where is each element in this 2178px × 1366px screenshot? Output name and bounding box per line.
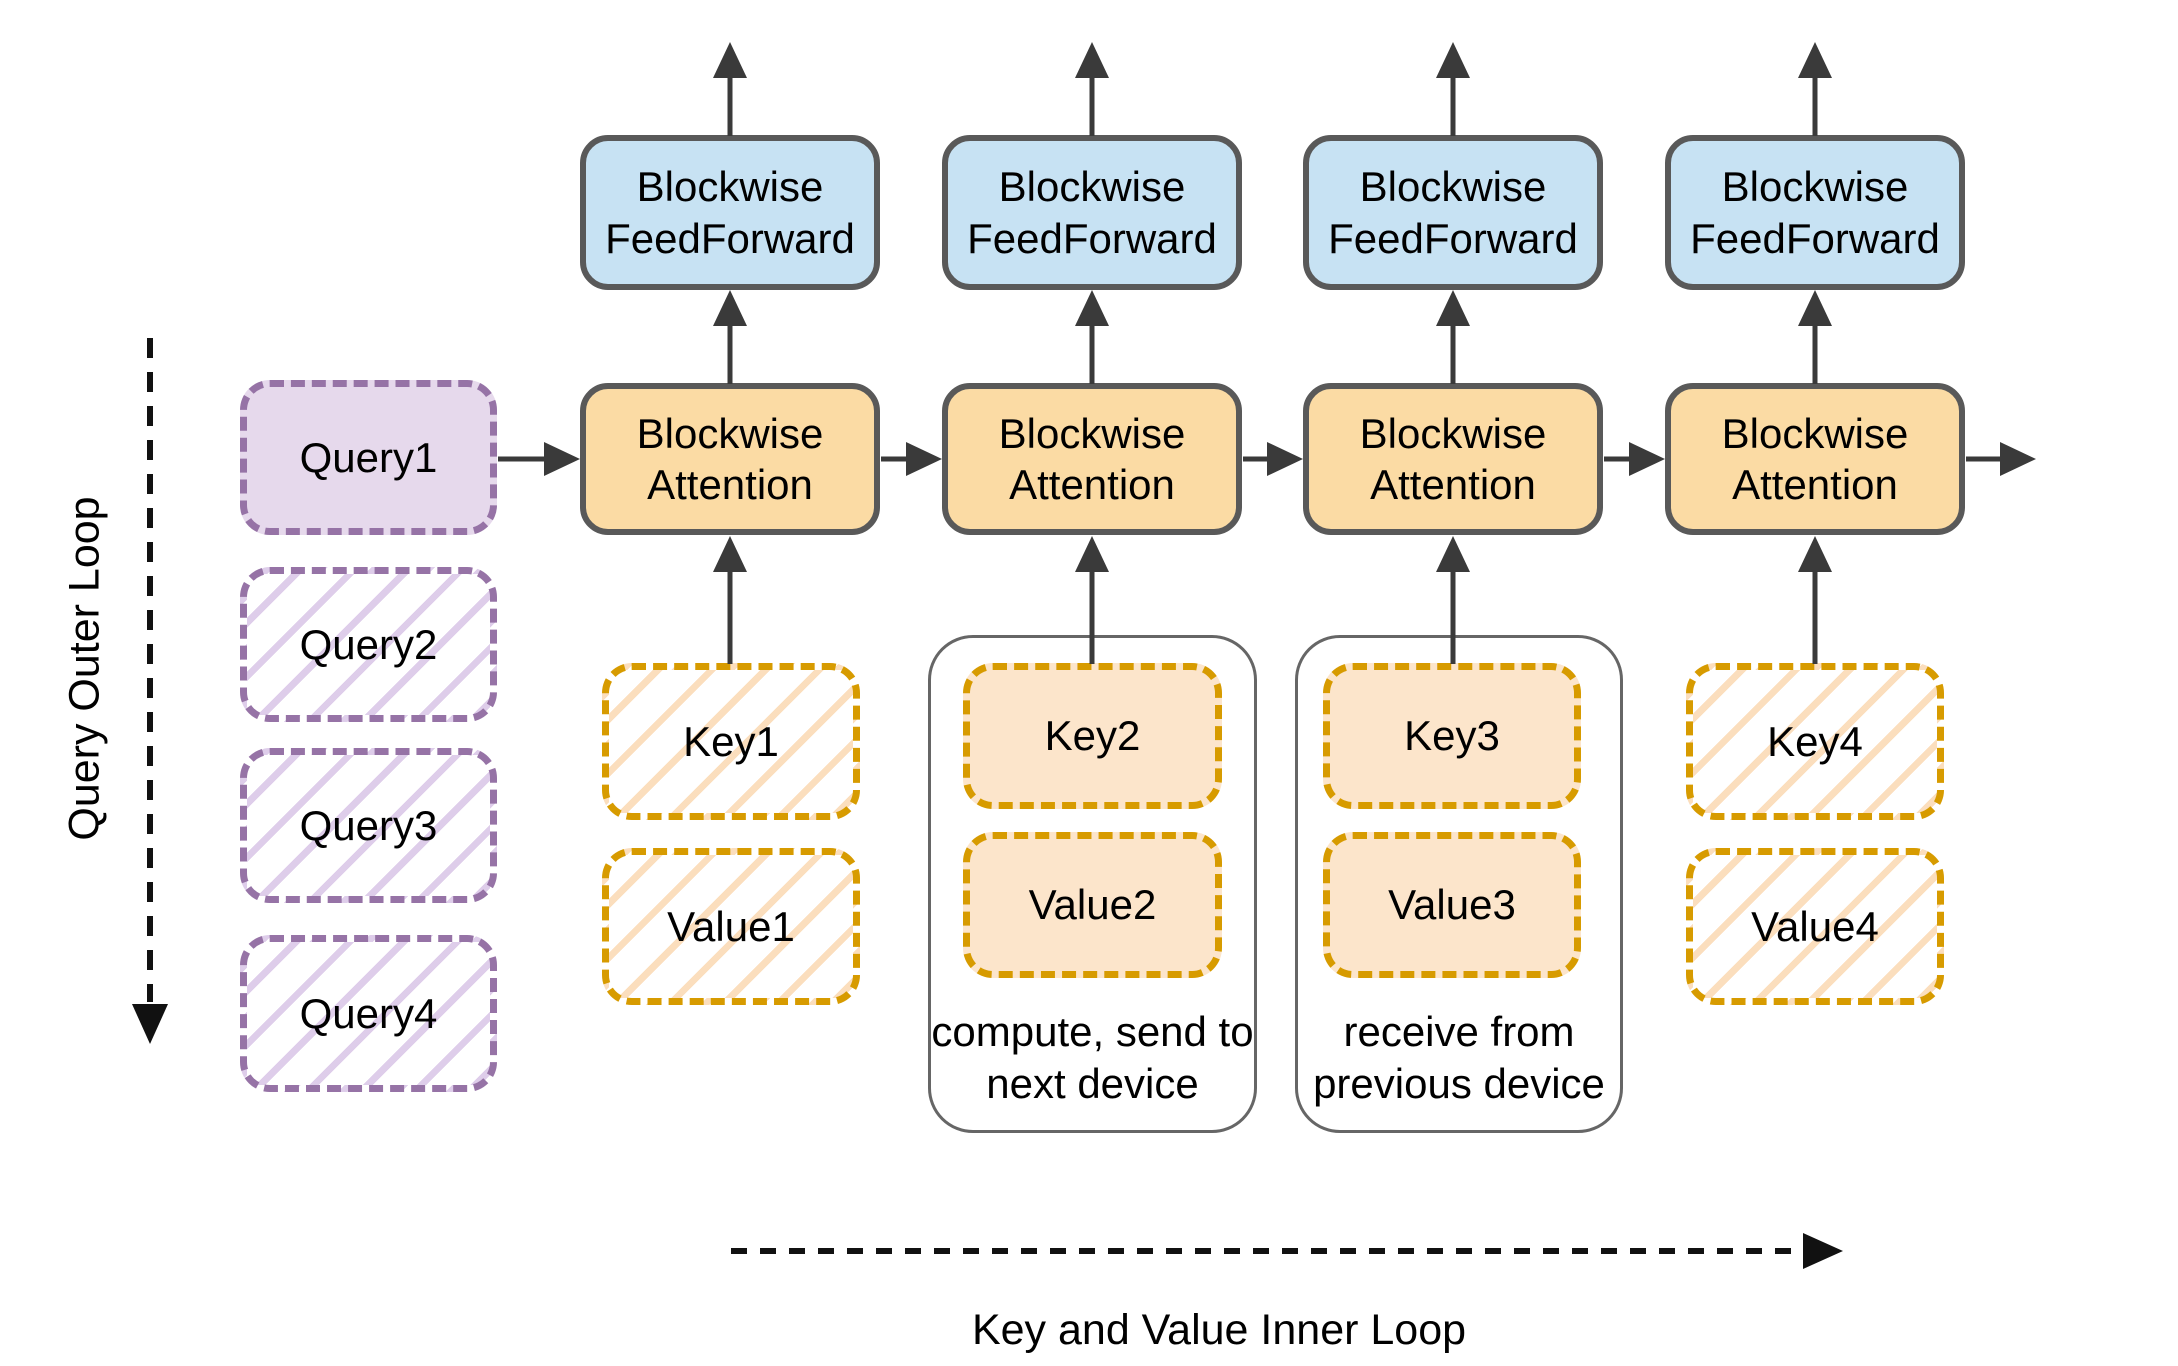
feedforward-box-3: Blockwise FeedForward (1303, 135, 1603, 290)
query3-box: Query3 (240, 748, 497, 903)
attn3-to-attn4-arrow (1604, 442, 1665, 476)
key1-box: Key1 (602, 663, 860, 820)
attention-box-1: Blockwise Attention (580, 383, 880, 535)
key4-box: Key4 (1686, 663, 1944, 820)
value1-box: Value1 (602, 848, 860, 1005)
query-outer-loop-arrow (132, 338, 168, 1044)
attn-to-ff-arrow-4 (1798, 290, 1832, 384)
query4-box: Query4 (240, 935, 497, 1092)
query1-box: Query1 (240, 380, 497, 535)
attention-box-2: Blockwise Attention (942, 383, 1242, 535)
feedforward-box-2: Blockwise FeedForward (942, 135, 1242, 290)
value3-box: Value3 (1323, 832, 1581, 978)
compute-send-note: compute, send to next device (931, 1007, 1254, 1107)
attn-to-ff-arrow-3 (1436, 290, 1470, 384)
attn1-to-attn2-arrow (881, 442, 942, 476)
output-arrow-3 (1436, 42, 1470, 136)
key2-box: Key2 (963, 663, 1222, 809)
attention-box-4: Blockwise Attention (1665, 383, 1965, 535)
feedforward-box-1: Blockwise FeedForward (580, 135, 880, 290)
query-outer-loop-label: Query Outer Loop (60, 496, 109, 841)
key3-box: Key3 (1323, 663, 1581, 809)
query2-box: Query2 (240, 567, 497, 722)
attn-to-ff-arrow-1 (713, 290, 747, 384)
query1-to-attn1-arrow (498, 442, 580, 476)
output-arrow-4 (1798, 42, 1832, 136)
kv-inner-loop-arrow (731, 1233, 1843, 1269)
kv-to-attn-arrow-1 (713, 536, 747, 664)
attn2-to-attn3-arrow (1243, 442, 1303, 476)
attn-to-ff-arrow-2 (1075, 290, 1109, 384)
receive-previous-note: receive from previous device (1313, 1007, 1605, 1107)
value4-box: Value4 (1686, 848, 1944, 1005)
output-arrow-2 (1075, 42, 1109, 136)
value2-box: Value2 (963, 832, 1222, 978)
output-arrow-1 (713, 42, 747, 136)
kv-to-attn-arrow-4 (1798, 536, 1832, 664)
feedforward-box-4: Blockwise FeedForward (1665, 135, 1965, 290)
attention-box-3: Blockwise Attention (1303, 383, 1603, 535)
attn4-output-arrow (1966, 442, 2036, 476)
kv-inner-loop-label: Key and Value Inner Loop (971, 1306, 1467, 1354)
